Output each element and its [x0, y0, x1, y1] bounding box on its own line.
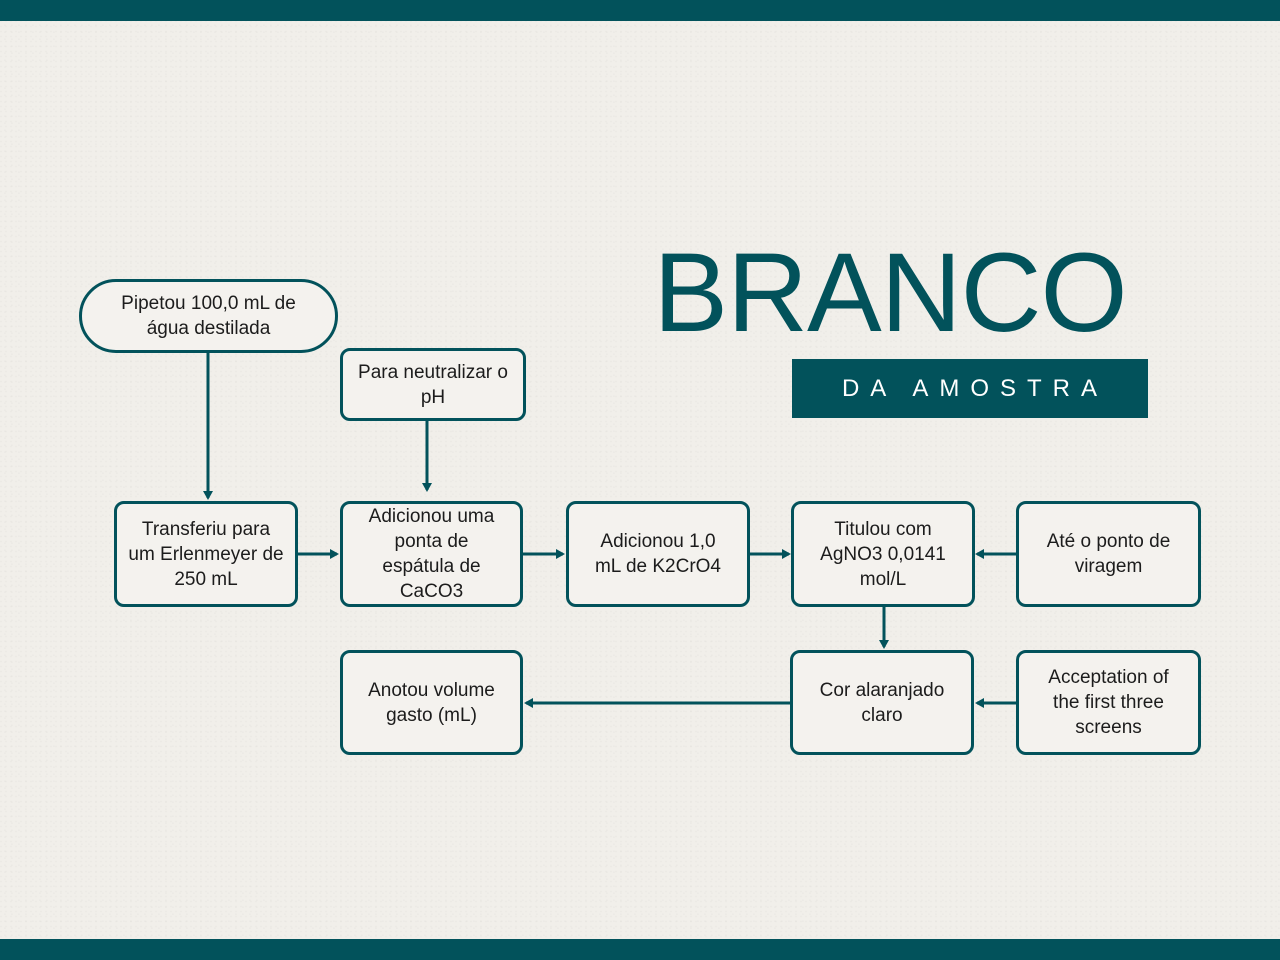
node-transferiu-label: Transferiu para um Erlenmeyer de 250 mL [128, 518, 284, 590]
node-neutralizar-label: Para neutralizar o pH [358, 361, 508, 408]
node-cor-alaranjado: Cor alaranjado claro [790, 650, 974, 755]
node-anotou-volume: Anotou volume gasto (mL) [340, 650, 523, 755]
node-adicionou-k2cro4: Adicionou 1,0 mL de K2CrO4 [566, 501, 750, 607]
node-transferiu: Transferiu para um Erlenmeyer de 250 mL [114, 501, 298, 607]
node-acceptation: Acceptation of the first three screens [1016, 650, 1201, 755]
page-title: BRANCO [653, 230, 1127, 355]
node-neutralizar: Para neutralizar o pH [340, 348, 526, 421]
node-adicionou-k2cro4-label: Adicionou 1,0 mL de K2CrO4 [594, 531, 721, 577]
top-accent-bar [0, 0, 1280, 21]
page-subtitle-banner: DA AMOSTRA [792, 359, 1148, 418]
node-adicionou-caco3-label: Adicionou uma ponta de espátula de CaCO3 [368, 506, 495, 602]
node-ate-ponto-label: Até o ponto de viragem [1046, 531, 1171, 577]
node-pipetou: Pipetou 100,0 mL de água destilada [79, 279, 338, 353]
node-anotou-label: Anotou volume gasto (mL) [368, 679, 495, 726]
bottom-accent-bar [0, 939, 1280, 960]
node-ate-ponto-de-viragem: Até o ponto de viragem [1016, 501, 1201, 607]
node-adicionou-caco3: Adicionou uma ponta de espátula de CaCO3 [340, 501, 523, 607]
node-cor-label: Cor alaranjado claro [819, 679, 945, 726]
node-pipetou-label: Pipetou 100,0 mL de água destilada [121, 293, 296, 339]
node-titulou: Titulou com AgNO3 0,0141 mol/L [791, 501, 975, 607]
node-titulou-label: Titulou com AgNO3 0,0141 mol/L [820, 518, 946, 590]
page-subtitle: DA AMOSTRA [841, 374, 1109, 402]
node-acceptation-label: Acceptation of the first three screens [1048, 667, 1169, 738]
